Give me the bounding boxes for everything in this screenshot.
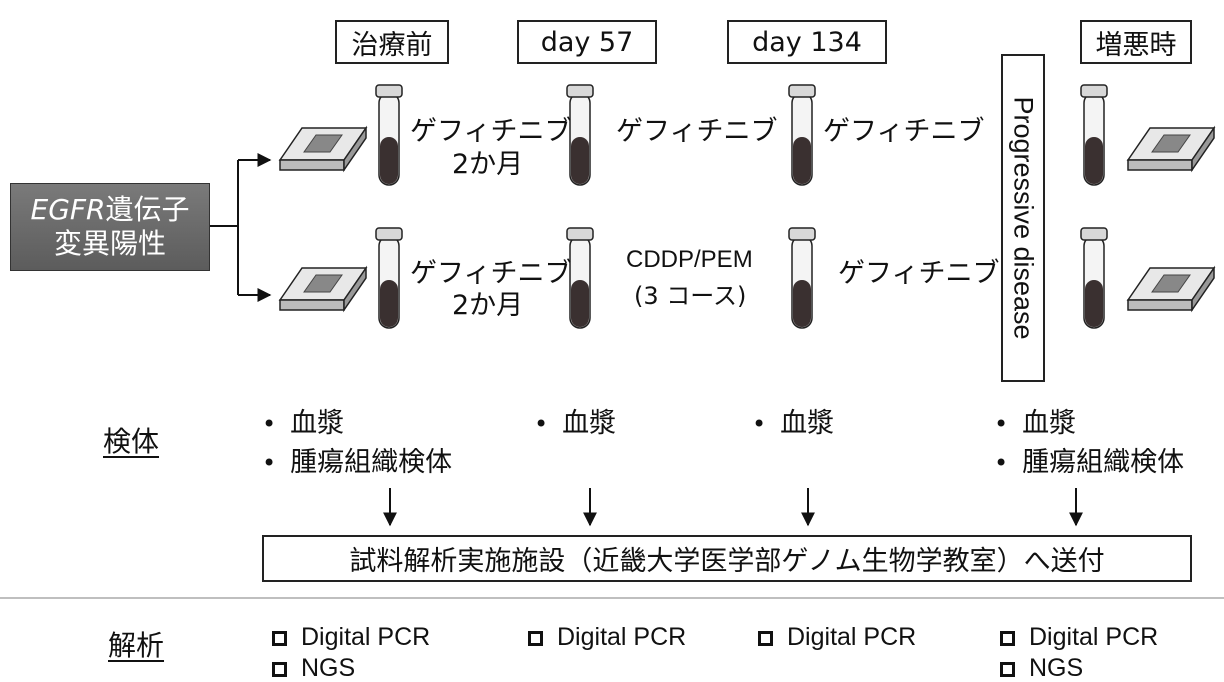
bullet-icon: • [262,410,277,438]
specimen-day134-item-1: • 血漿 [752,410,834,437]
checkbox-icon [272,631,287,646]
chip-sample-area [303,274,343,293]
chip-sample-area [1151,134,1191,153]
chip-sample-area [303,134,343,153]
specimen-section-label: 検体 [103,425,160,458]
specimen-pre-item-1: • 血漿 [262,410,344,437]
bullet-icon: • [262,449,277,477]
analysis-pre-item-2: NGS [272,656,355,681]
specimen-pre-item-2-text: 腫瘍組織検体 [290,447,453,478]
bullet-icon: • [994,410,1009,438]
top-arm-step3-drug: ゲフィチニブ [823,116,985,147]
tube-blood-fill [1085,280,1103,327]
chip-end-face [343,125,367,173]
tube-blood-fill [793,280,811,327]
tube-blood-fill [380,137,398,184]
progressive-disease-label: Progressive disease [1008,96,1039,340]
tube-cap-icon [566,84,594,98]
specimen-day57-item-1: • 血漿 [534,410,616,437]
tube-blood-fill [1085,137,1103,184]
bottom-arm-step1-duration: 2か月 [452,290,524,321]
tube-cap-icon [375,84,403,98]
chip-side-face [279,159,345,171]
analysis-day134-item-1: Digital PCR [758,625,916,650]
egfr-gene-name: EGFR [30,192,106,226]
analysis-progression-item-2: NGS [1000,656,1083,681]
analysis-day134-item-1-text: Digital PCR [787,623,917,651]
checkbox-icon [272,662,287,677]
egfr-line2: 変異陽性 [53,227,166,260]
egfr-gene-suffix: 遺伝子 [105,192,190,226]
specimen-day57-item-1-text: 血漿 [562,408,617,439]
checkbox-icon [1000,631,1015,646]
specimen-day134-item-1-text: 血漿 [780,408,835,439]
specimen-progression-item-1: • 血漿 [994,410,1076,437]
chip-side-face [1127,159,1193,171]
specimen-progression-item-1-text: 血漿 [1022,408,1077,439]
egfr-line1: EGFR遺伝子 [31,193,190,227]
analysis-pre-item-2-text: NGS [301,654,356,682]
chip-end-face [1191,125,1215,173]
checkbox-icon [528,631,543,646]
analysis-pre-item-1-text: Digital PCR [301,623,431,651]
tube-cap-icon [788,84,816,98]
top-arm-step1-duration: 2か月 [452,149,524,180]
tube-blood-fill [571,137,589,184]
timepoint-day134-box: day 134 [727,20,887,64]
bullet-icon: • [534,410,549,438]
analysis-day57-item-1: Digital PCR [528,625,686,650]
analysis-pre-item-1: Digital PCR [272,625,430,650]
timepoint-progression-label: 増悪時 [1095,29,1177,61]
analysis-section-label: 解析 [108,629,165,662]
bottom-arm-step2-regimen: CDDP/PEM [626,246,753,273]
tube-blood-fill [380,280,398,327]
destination-label: 試料解析実施施設（近畿大学医学部ゲノム生物学教室）へ送付 [349,546,1105,577]
bottom-arm-step3-drug: ゲフィチニブ [838,258,1000,289]
timepoint-pre-label: 治療前 [351,29,433,61]
timepoint-day134-label: day 134 [752,26,862,58]
analysis-progression-item-1-text: Digital PCR [1029,623,1159,651]
timepoint-day57-label: day 57 [540,26,634,58]
chip-end-face [343,265,367,313]
tube-blood-fill [793,137,811,184]
checkbox-icon [758,631,773,646]
specimen-pre-item-2: • 腫瘍組織検体 [262,449,452,476]
destination-box: 試料解析実施施設（近畿大学医学部ゲノム生物学教室）へ送付 [262,535,1192,582]
checkbox-icon [1000,662,1015,677]
top-arm-step2-drug: ゲフィチニブ [616,116,778,147]
tube-cap-icon [1080,227,1108,241]
analysis-day57-item-1-text: Digital PCR [557,623,687,651]
analysis-progression-item-1: Digital PCR [1000,625,1158,650]
tube-cap-icon [375,227,403,241]
specimen-progression-item-2-text: 腫瘍組織検体 [1022,447,1185,478]
analysis-progression-item-2-text: NGS [1029,654,1084,682]
chip-sample-area [1151,274,1191,293]
chip-side-face [279,299,345,311]
specimen-pre-item-1-text: 血漿 [290,408,345,439]
tube-cap-icon [788,227,816,241]
bullet-icon: • [752,410,767,438]
egfr-mutation-box: EGFR遺伝子 変異陽性 [10,183,210,271]
tube-blood-fill [571,280,589,327]
chip-side-face [1127,299,1193,311]
bullet-icon: • [994,449,1009,477]
top-arm-step1-drug: ゲフィチニブ [410,116,572,147]
chip-end-face [1191,265,1215,313]
timepoint-progression-box: 増悪時 [1080,20,1192,64]
bottom-arm-step2-courses: (3 コース) [634,282,747,310]
timepoint-pre-box: 治療前 [335,20,449,64]
progressive-disease-box: Progressive disease [1001,54,1045,382]
tube-cap-icon [1080,84,1108,98]
timepoint-day57-box: day 57 [517,20,657,64]
specimen-progression-item-2: • 腫瘍組織検体 [994,449,1184,476]
tube-cap-icon [566,227,594,241]
bottom-arm-step1-drug: ゲフィチニブ [410,258,572,289]
